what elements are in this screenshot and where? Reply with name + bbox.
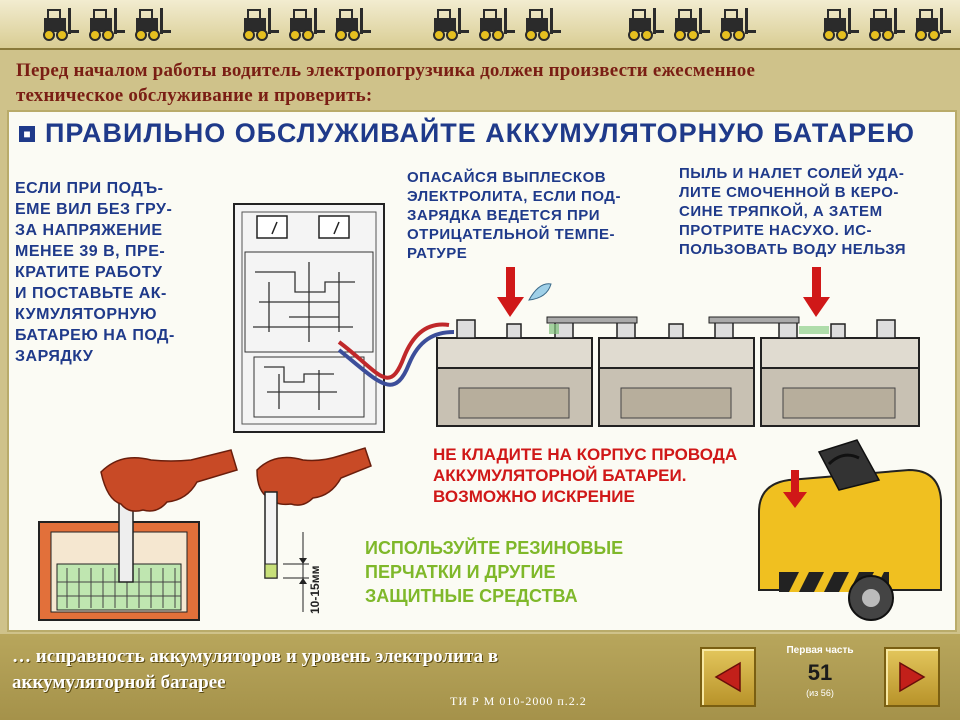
note-line: ПОЛЬЗОВАТЬ ВОДУ НЕЛЬЗЯ xyxy=(679,241,907,258)
battery-connector xyxy=(546,316,829,334)
forklift-icon xyxy=(869,8,905,41)
intro-line: Перед началом работы водитель электропог… xyxy=(16,60,756,81)
protective-gear-note: ИСПОЛЬЗУЙТЕ РЕЗИНОВЫЕ ПЕРЧАТКИ И ДРУГИЕ … xyxy=(365,536,685,608)
battery-cell xyxy=(598,319,755,427)
forklift-icon xyxy=(823,8,859,41)
intro-line: техническое обслуживание и проверить: xyxy=(16,85,373,106)
glass-tube-illustration xyxy=(264,491,278,579)
forklift-icon xyxy=(135,8,171,41)
forklift-body-illustration xyxy=(758,439,942,621)
forklift-icon xyxy=(525,8,561,41)
forklift-icon xyxy=(628,8,664,41)
warning-arrow-icon xyxy=(803,267,830,317)
forklift-group xyxy=(430,6,562,44)
poster-illustration: 10-15мм xyxy=(38,203,942,621)
forklift-icon xyxy=(433,8,469,41)
forklift-group xyxy=(820,6,952,44)
title-bullet-icon: ■ xyxy=(19,126,35,142)
note-line: ЕСЛИ ПРИ ПОДЪ- xyxy=(15,180,164,197)
note-line: ПРОТРИТЕ НАСУХО. ИС- xyxy=(679,222,873,239)
charger-cabinet-illustration xyxy=(233,203,385,433)
note-line: ЭЛЕКТРОЛИТА, ЕСЛИ ПОД- xyxy=(407,188,621,205)
forklift-icon xyxy=(43,8,79,41)
battery-cell xyxy=(436,319,593,427)
note-line: КРАТИТЕ РАБОТУ xyxy=(15,264,163,281)
note-line: ЕМЕ ВИЛ БЕЗ ГРУ- xyxy=(15,201,173,218)
battery-cross-section-illustration xyxy=(38,491,200,621)
forklift-icon xyxy=(720,8,756,41)
forklift-icon xyxy=(674,8,710,41)
slide-number: 51 xyxy=(807,660,833,685)
battery-cell xyxy=(760,319,920,427)
warning-arrow-icon xyxy=(497,267,524,317)
safety-poster: 10-15мм ■ ПРАВИЛЬНО ОБСЛУЖИВАЙТЕ АККУМУЛ… xyxy=(7,110,957,632)
forklift-group xyxy=(625,6,757,44)
forklift-icon xyxy=(915,8,951,41)
forklift-icon xyxy=(243,8,279,41)
note-line: ПЕРЧАТКИ И ДРУГИЕ xyxy=(365,562,556,582)
measurement-marker xyxy=(283,532,309,612)
note-line: КУМУЛЯТОРНУЮ xyxy=(15,306,158,323)
forklift-group xyxy=(40,6,172,44)
note-line: ЛИТЕ СМОЧЕННОЙ В КЕРО- xyxy=(679,184,899,201)
measure-label: 10-15мм xyxy=(308,565,322,614)
note-line: ПЫЛЬ И НАЛЕТ СОЛЕЙ УДА- xyxy=(679,165,905,182)
forklift-icon xyxy=(289,8,325,41)
electrolyte-splash-icon xyxy=(528,283,552,301)
intro-text: Перед началом работы водитель электропог… xyxy=(16,58,946,108)
next-slide-button[interactable] xyxy=(884,647,940,707)
note-line: ЗА НАПРЯЖЕНИЕ xyxy=(15,222,163,239)
footer-line: … исправность аккумуляторов и уровень эл… xyxy=(12,646,499,667)
note-line: ОПАСАЙСЯ ВЫПЛЕСКОВ xyxy=(407,169,607,186)
charging-cable xyxy=(337,322,455,387)
footer-text: … исправность аккумуляторов и уровень эл… xyxy=(12,644,672,696)
note-line: ЗАЩИТНЫЕ СРЕДСТВА xyxy=(365,586,578,606)
footer-bar xyxy=(0,634,960,720)
gloved-hand-icon xyxy=(100,449,238,512)
forklift-icon xyxy=(335,8,371,41)
slide-total: (из 56) xyxy=(806,688,834,698)
note-line: БАТАРЕЮ НА ПОД- xyxy=(15,327,175,344)
sparking-warning: НЕ КЛАДИТЕ НА КОРПУС ПРОВОДА АККУМУЛЯТОР… xyxy=(433,444,813,507)
note-line: МЕНЕЕ 39 В, ПРЕ- xyxy=(15,243,166,260)
forklift-icon xyxy=(89,8,125,41)
footer-line: аккумуляторной батарее xyxy=(12,672,226,693)
arrow-right-icon xyxy=(899,661,926,693)
note-line: ОТРИЦАТЕЛЬНОЙ ТЕМПЕ- xyxy=(407,226,616,243)
note-line: СИНЕ ТРЯПКОЙ, А ЗАТЕМ xyxy=(679,203,883,220)
note-line: ИСПОЛЬЗУЙТЕ РЕЗИНОВЫЕ xyxy=(365,538,624,558)
document-reference: ТИ Р М 010-2000 п.2.2 xyxy=(450,694,587,708)
note-line: ЗАРЯДКА ВЕДЕТСЯ ПРИ xyxy=(407,207,601,224)
poster-title: ПРАВИЛЬНО ОБСЛУЖИВАЙТЕ АККУМУЛЯТОРНУЮ БА… xyxy=(45,118,915,148)
forklift-group xyxy=(240,6,372,44)
note-line: НЕ КЛАДИТЕ НА КОРПУС ПРОВОДА xyxy=(433,445,738,464)
forklift-icon xyxy=(479,8,515,41)
note-line: РАТУРЕ xyxy=(407,245,468,262)
cleaning-note: ПЫЛЬ И НАЛЕТ СОЛЕЙ УДА- ЛИТЕ СМОЧЕННОЙ В… xyxy=(679,164,953,259)
note-line: ВОЗМОЖНО ИСКРЕНИЕ xyxy=(433,487,635,506)
top-banner xyxy=(0,0,960,50)
voltage-note: ЕСЛИ ПРИ ПОДЪ- ЕМЕ ВИЛ БЕЗ ГРУ- ЗА НАПРЯ… xyxy=(15,178,225,367)
arrow-left-icon xyxy=(714,661,741,693)
previous-slide-button[interactable] xyxy=(700,647,756,707)
note-line: ЗАРЯДКУ xyxy=(15,348,94,365)
note-line: И ПОСТАВЬТЕ АК- xyxy=(15,285,167,302)
warning-arrow-icon xyxy=(783,470,807,508)
note-line: АККУМУЛЯТОРНОЙ БАТАРЕИ. xyxy=(433,466,687,485)
electrolyte-note: ОПАСАЙСЯ ВЫПЛЕСКОВ ЭЛЕКТРОЛИТА, ЕСЛИ ПОД… xyxy=(407,168,667,263)
section-label: Первая часть xyxy=(786,645,854,656)
